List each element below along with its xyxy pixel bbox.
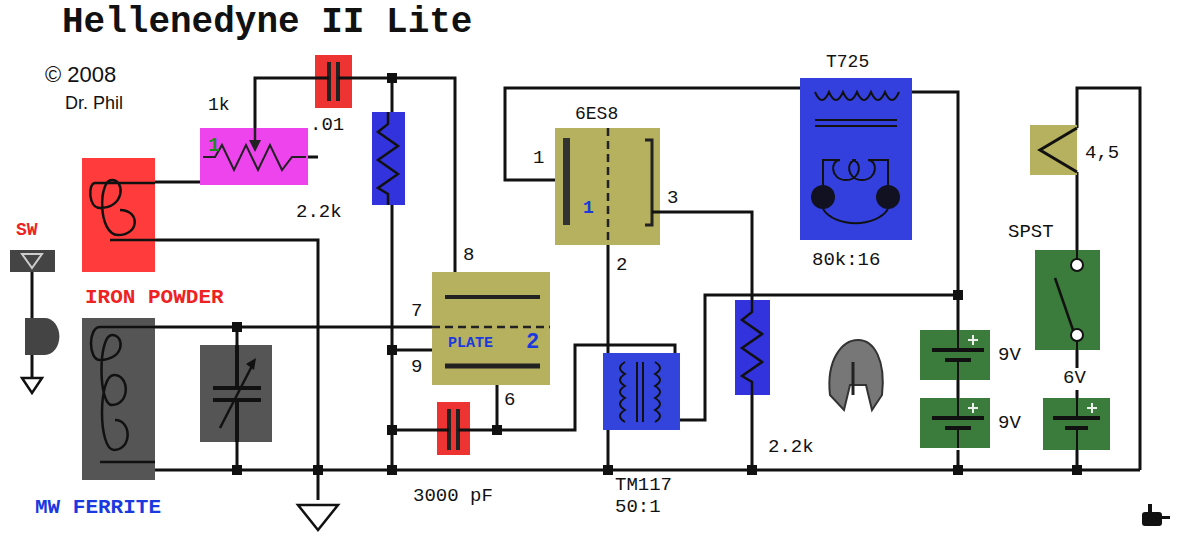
part-label: 9V (998, 345, 1021, 367)
node-label: PLATE (448, 335, 493, 352)
tube-symbol (432, 128, 660, 385)
switch-symbol (1035, 250, 1100, 350)
part-label: 2.2k (296, 202, 342, 224)
potentiometer-symbol (200, 128, 308, 185)
tube-6es8: 6ES81 (555, 128, 660, 245)
part-label: 2.2k (768, 437, 814, 459)
node-label: IRON POWDER (85, 286, 224, 310)
part-label: .01 (310, 115, 344, 137)
wire-connector (607, 245, 610, 353)
pin-number: 8 (463, 245, 474, 267)
pin-number: 2 (616, 255, 627, 277)
pin-number: 1 (533, 148, 544, 170)
part-label: SPST (1008, 222, 1054, 244)
node-label: 80k:16 (812, 250, 880, 272)
wires (32, 78, 1140, 500)
part-label: 4,5 (1085, 143, 1119, 165)
corner-icon (1142, 504, 1170, 526)
part-label: 9V (998, 413, 1021, 435)
antenna-plug (10, 250, 59, 355)
wire-connector (155, 326, 432, 329)
node-label: TM117 50:1 (615, 475, 687, 519)
output-transformer: T72580k:16 (800, 78, 912, 240)
wire-connector (155, 181, 200, 184)
node-label: MW FERRITE (35, 496, 161, 520)
node-label: T725 (826, 52, 869, 73)
node-label: 1 (583, 198, 594, 219)
wire-connector (505, 88, 800, 180)
interstage-transformer: TM117 50:1 (603, 353, 680, 430)
resistor-symbol (372, 112, 770, 395)
part-label: SW (16, 220, 38, 241)
jack-symbol (1030, 125, 1077, 175)
part-label: 6V (1062, 368, 1087, 390)
variable-capacitor (200, 345, 272, 442)
iron-powder-coil (82, 158, 155, 272)
pin-number: 3 (667, 188, 678, 210)
tube-plate: PLATE 2 (432, 272, 550, 385)
transformer-symbol (603, 78, 912, 430)
part-label: 3000 pF (413, 486, 493, 508)
iron-powder-coil: IRON POWDER (82, 158, 155, 272)
mw-ferrite-coil (82, 318, 155, 480)
part-label: © 2008 (45, 62, 116, 87)
diagram-title: Hellenedyne II Lite (62, 2, 472, 43)
mw-ferrite-coil: MW FERRITE (82, 318, 155, 480)
pin-number: 6 (504, 390, 515, 412)
potentiometer: 1k1 (200, 128, 308, 185)
pin-number: 7 (411, 301, 422, 323)
junction-dots (232, 73, 1082, 475)
ground-symbol (22, 378, 338, 530)
pin-number: 9 (411, 357, 422, 379)
node-label: 1k (208, 95, 230, 116)
node-label: 6ES8 (575, 104, 618, 125)
node-label: 1 (208, 134, 220, 157)
part-label: Dr. Phil (65, 93, 123, 114)
helmet-icon (829, 340, 882, 410)
node-label: 2 (526, 330, 539, 355)
